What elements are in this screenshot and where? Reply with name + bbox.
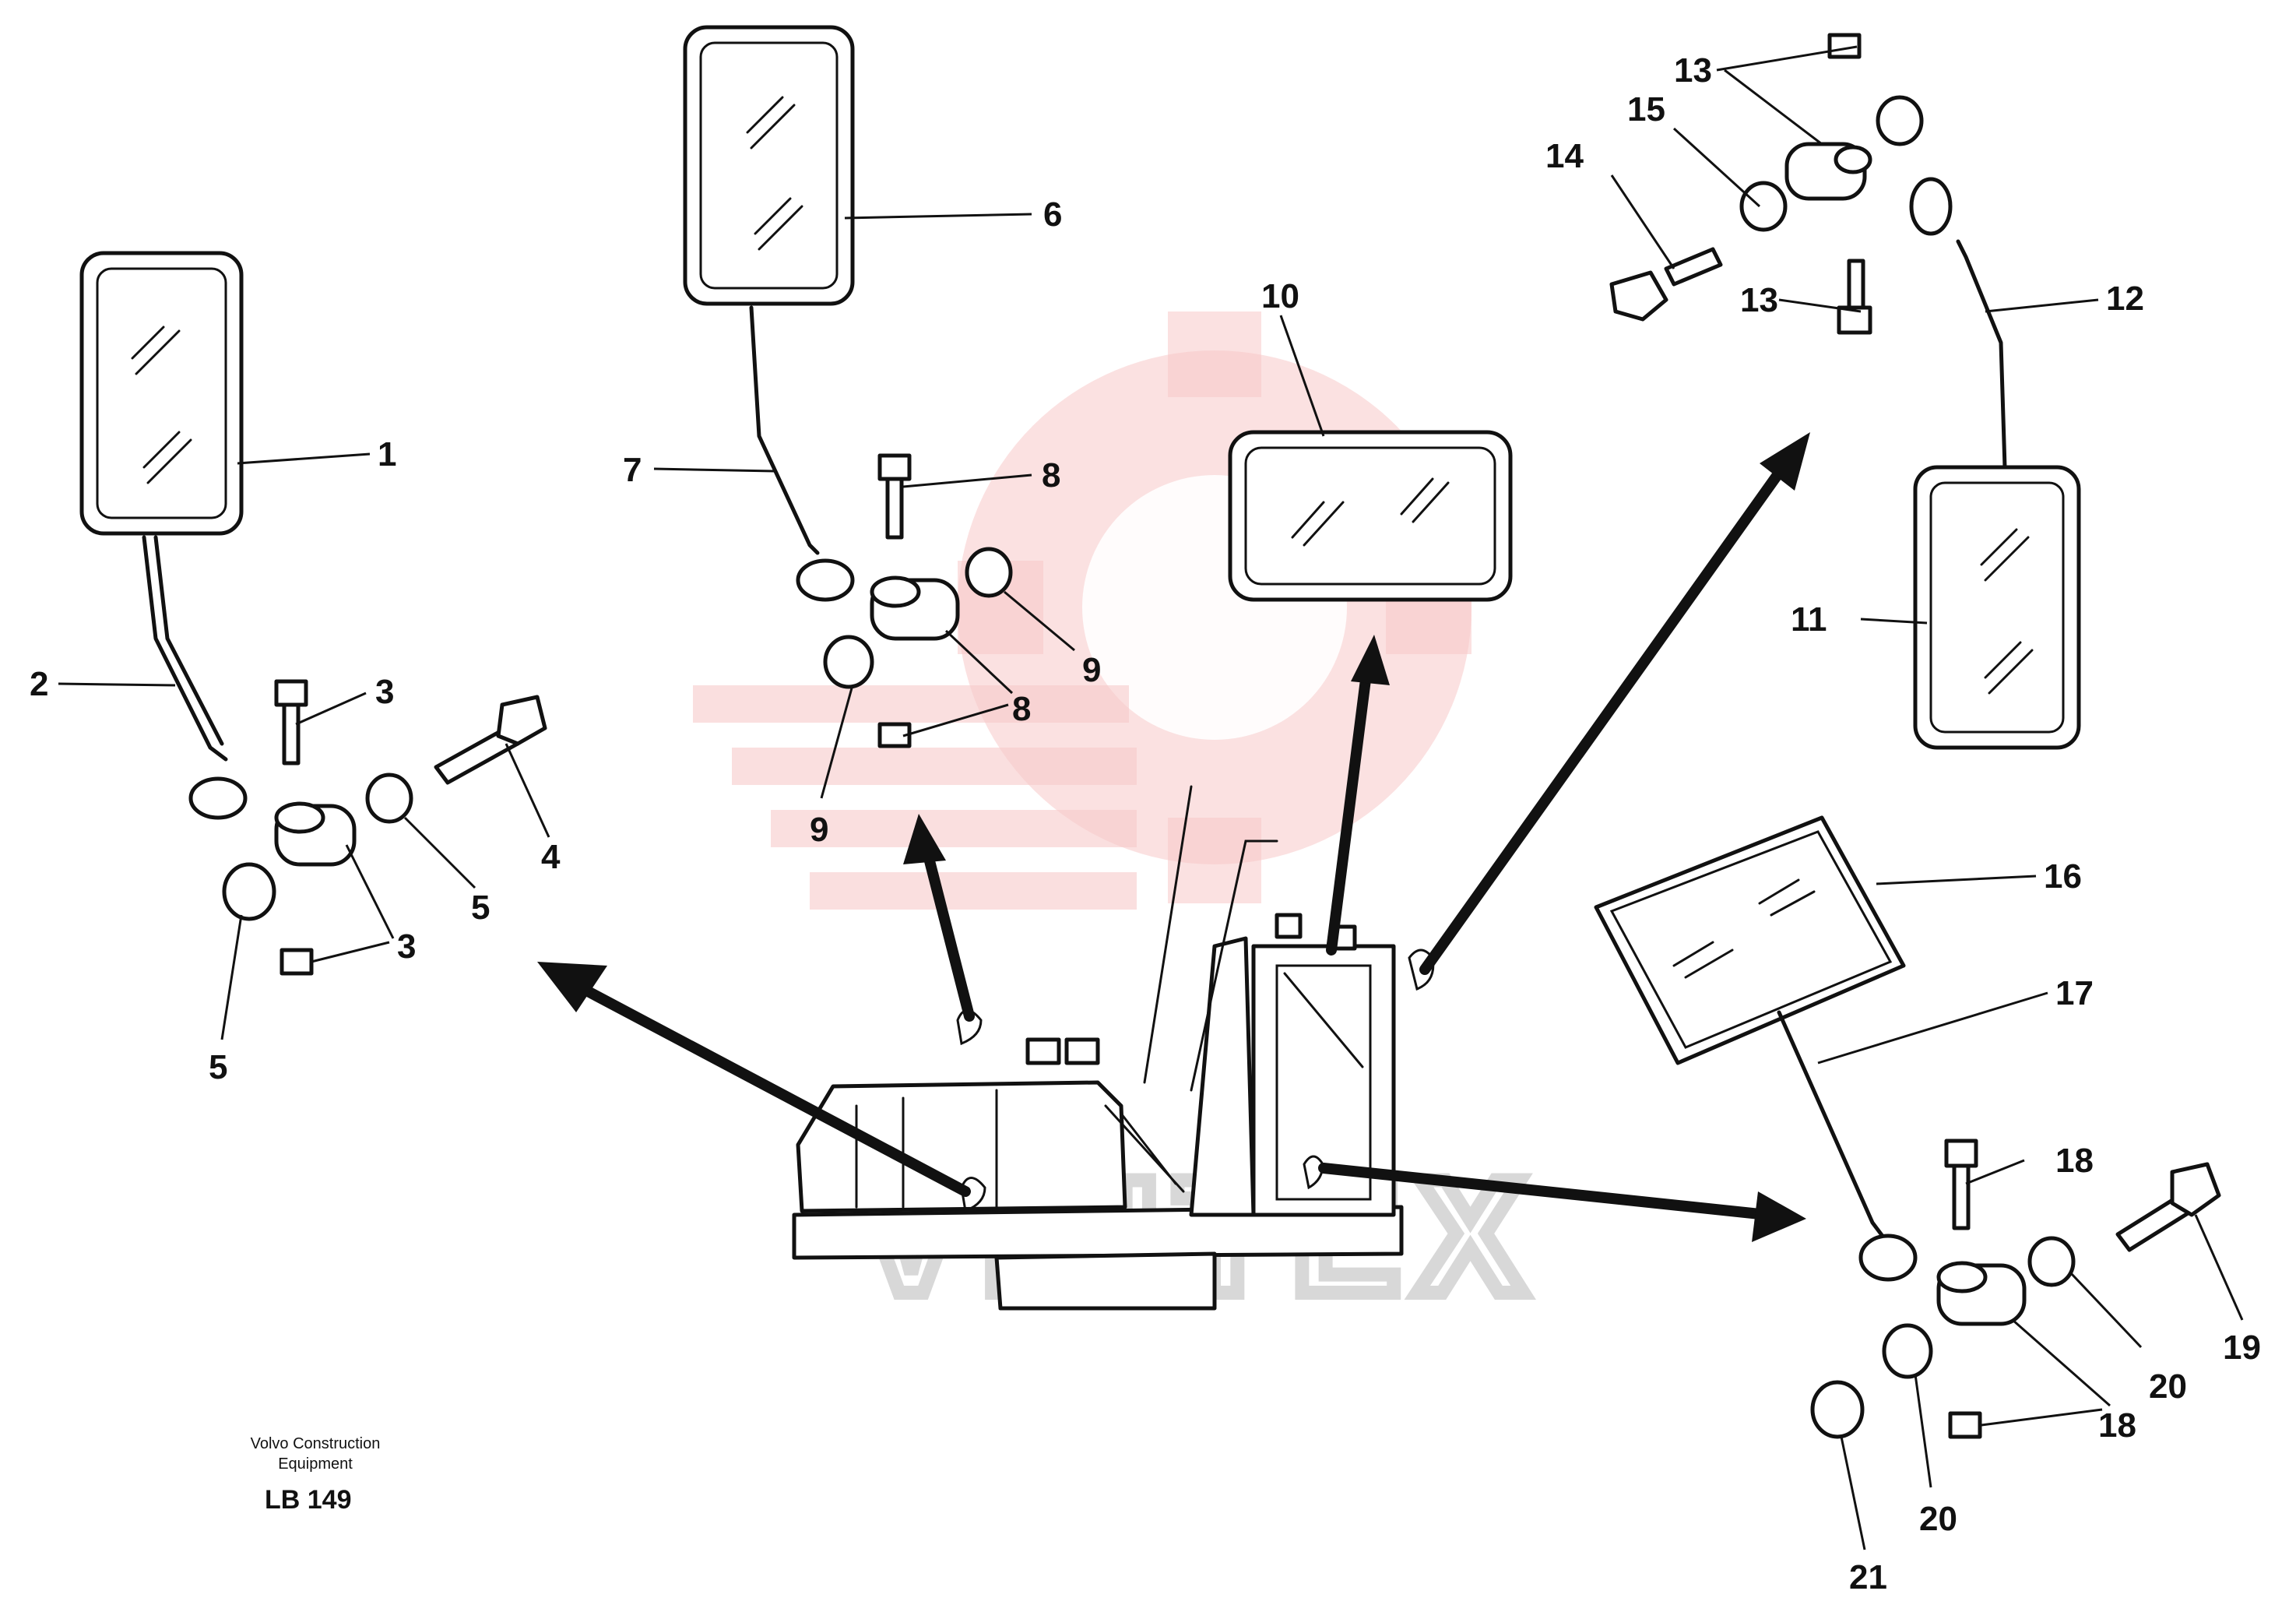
mirror-16 bbox=[1594, 815, 1906, 1065]
mirror-6 bbox=[683, 25, 855, 306]
callout-16: 16 bbox=[2044, 857, 2082, 896]
maker-caption-line2: Equipment bbox=[278, 1455, 353, 1473]
callout-1: 1 bbox=[378, 435, 396, 473]
callout-3-bottom: 3 bbox=[397, 927, 416, 966]
callout-17: 17 bbox=[2055, 974, 2094, 1012]
callout-3-top: 3 bbox=[375, 673, 394, 711]
callout-4: 4 bbox=[541, 838, 561, 876]
callout-8-top: 8 bbox=[1042, 456, 1060, 494]
mirror-11 bbox=[1913, 465, 2081, 750]
arrow-to-right-bottom-mirror bbox=[1318, 1163, 1806, 1242]
mirror-assembly-right-bottom bbox=[1594, 815, 2221, 1439]
callout-13-bottom: 13 bbox=[1740, 281, 1778, 319]
mirror-assembly-center bbox=[1228, 430, 1513, 602]
drawing-code: LB 149 bbox=[265, 1485, 352, 1515]
mirror-1 bbox=[79, 251, 244, 536]
callout-18-top: 18 bbox=[2055, 1142, 2094, 1180]
callout-14: 14 bbox=[1545, 137, 1584, 175]
callout-9-right: 9 bbox=[1082, 651, 1101, 689]
callout-7: 7 bbox=[623, 451, 642, 489]
callout-21: 21 bbox=[1849, 1558, 1887, 1596]
callout-20-right: 20 bbox=[2149, 1367, 2187, 1406]
callout-5-left: 5 bbox=[209, 1048, 227, 1086]
callout-18-bottom: 18 bbox=[2098, 1406, 2136, 1445]
callout-8-bottom: 8 bbox=[1012, 690, 1031, 728]
callout-20-left: 20 bbox=[1919, 1500, 1957, 1538]
mirror-assembly-left bbox=[79, 251, 547, 976]
callout-15: 15 bbox=[1627, 90, 1665, 128]
arrow-to-center-mirror bbox=[1326, 635, 1390, 956]
callout-10: 10 bbox=[1261, 277, 1299, 315]
mirror-10 bbox=[1228, 430, 1513, 602]
callout-numbers: 1 2 3 3 4 5 5 6 7 8 8 9 9 10 11 12 13 13… bbox=[30, 51, 2261, 1596]
callout-9-left: 9 bbox=[810, 811, 828, 849]
callout-19: 19 bbox=[2223, 1329, 2261, 1367]
arrow-to-left-mirror bbox=[537, 962, 971, 1197]
mirror-assembly-top bbox=[683, 25, 1013, 748]
leader-lines bbox=[58, 45, 2244, 1550]
arrow-to-top-mirror bbox=[903, 814, 975, 1022]
callout-5-right: 5 bbox=[471, 889, 490, 927]
callout-6: 6 bbox=[1043, 195, 1062, 234]
maker-caption-line1: Volvo Construction bbox=[251, 1435, 381, 1452]
callout-13-top: 13 bbox=[1674, 51, 1712, 90]
callout-12: 12 bbox=[2106, 280, 2144, 318]
arrow-to-right-top-mirror bbox=[1419, 432, 1810, 975]
callout-11: 11 bbox=[1791, 600, 1827, 639]
mirror-assembly-right-top bbox=[1609, 33, 2081, 750]
callout-2: 2 bbox=[30, 665, 48, 703]
